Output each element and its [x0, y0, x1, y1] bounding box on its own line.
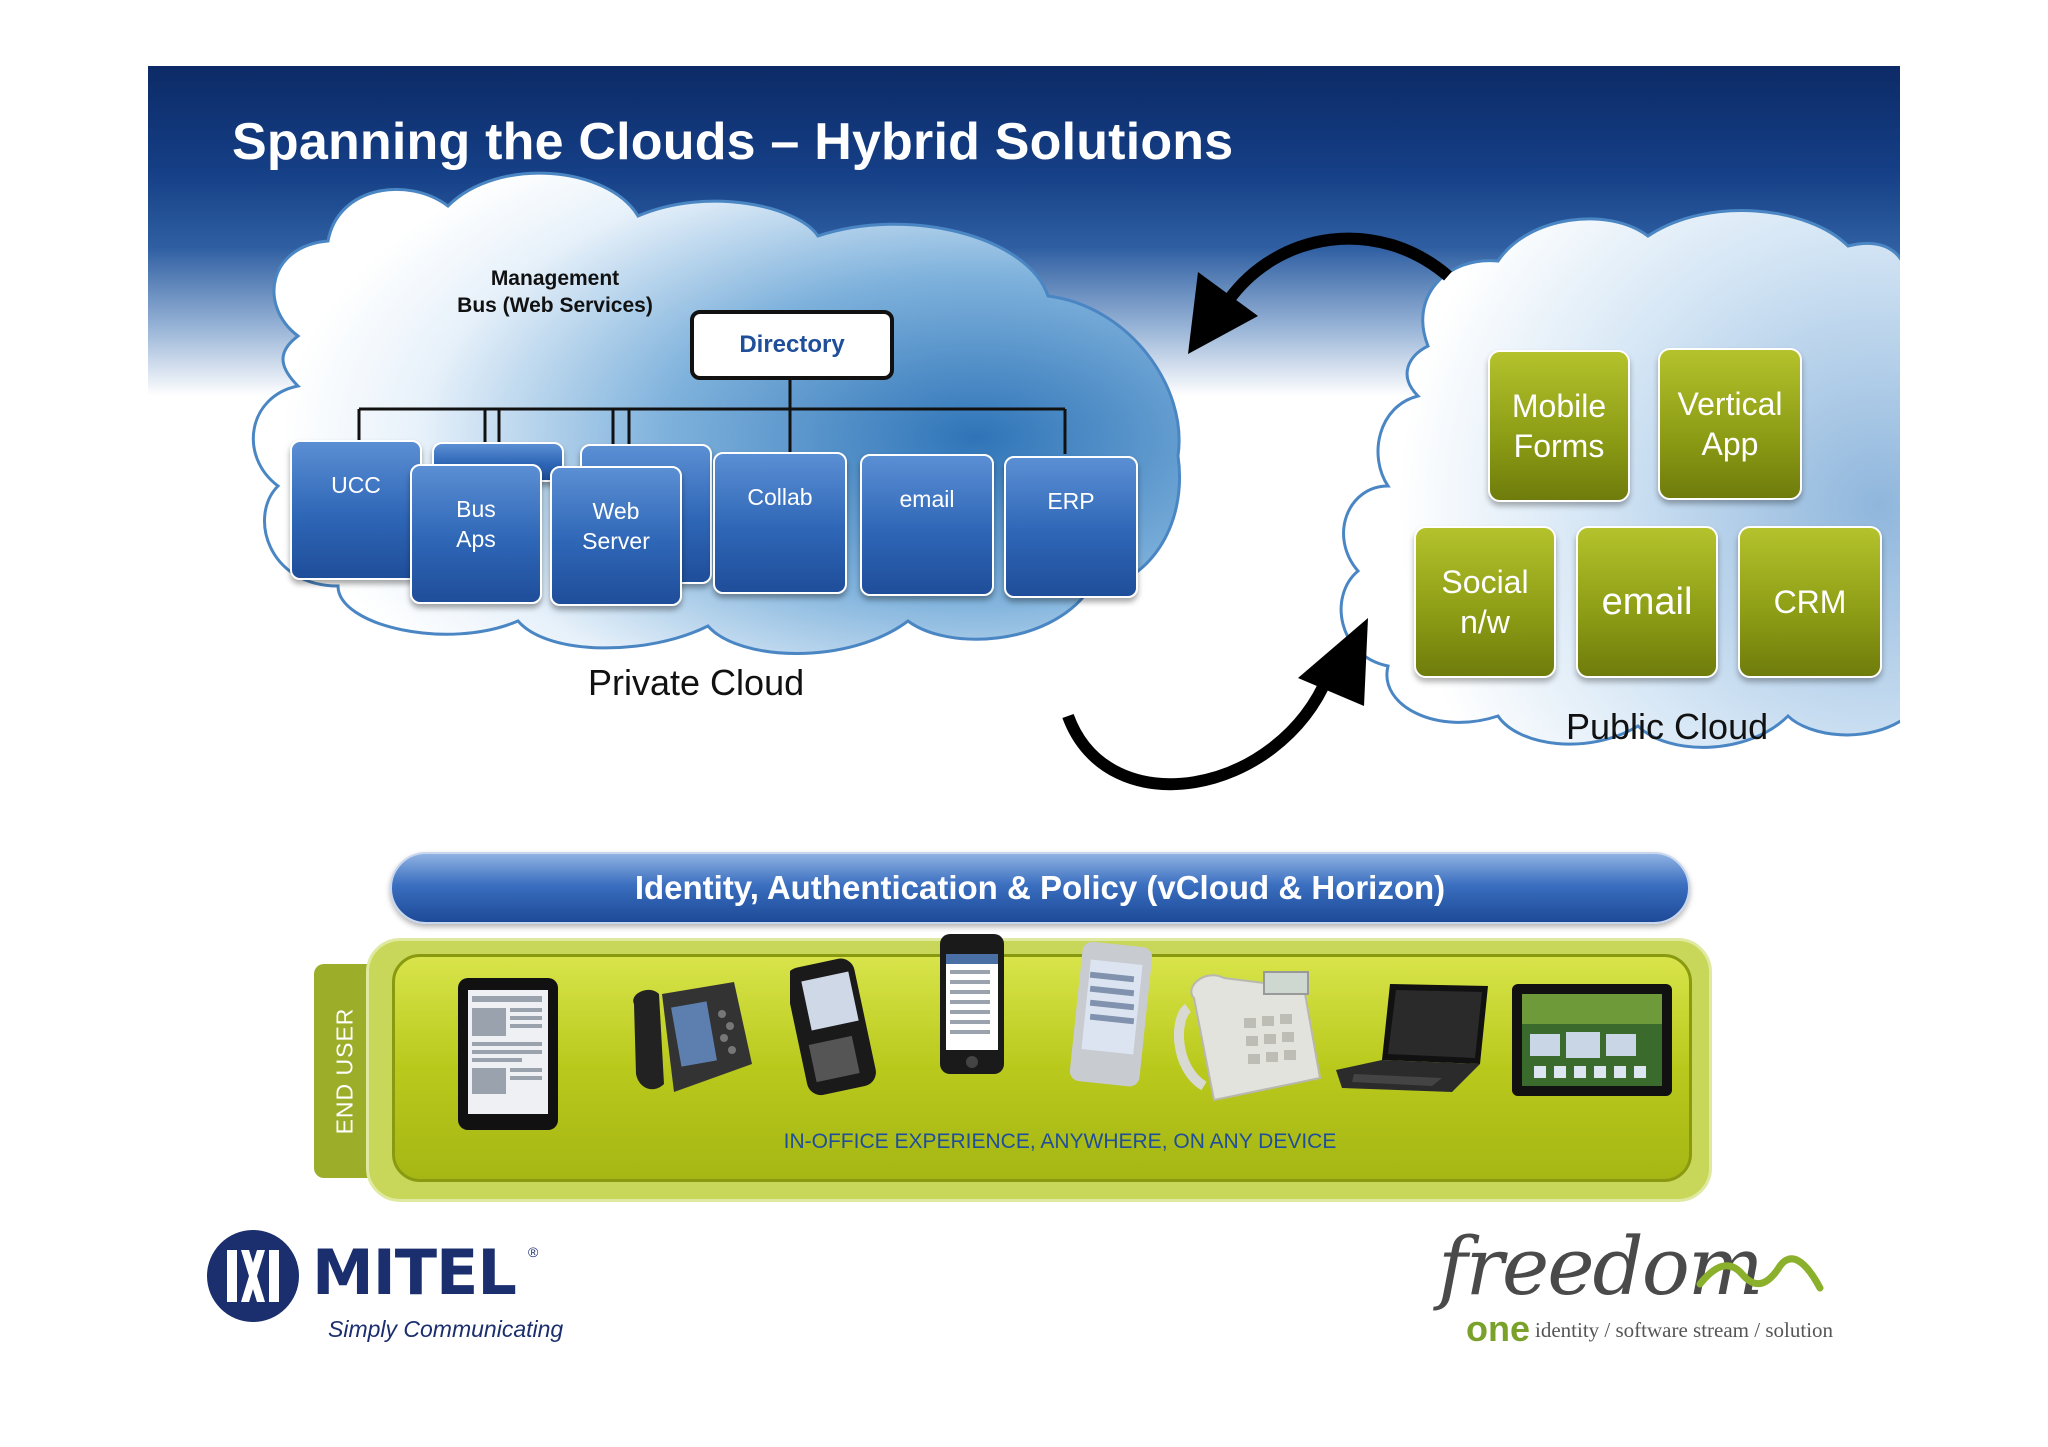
smartphone-icon [790, 958, 876, 1096]
box-web-server: Web Server [550, 466, 682, 606]
mitel-registered: ® [528, 1244, 539, 1260]
box-web-server-label-2: Server [582, 528, 650, 554]
identity-bar: Identity, Authentication & Policy (vClou… [390, 852, 1690, 924]
office-phone-icon [1174, 971, 1322, 1102]
box-email-public-label: email [1601, 581, 1693, 623]
management-bus-line-1: Management [490, 267, 620, 290]
arrow-head-public [1298, 618, 1368, 706]
box-web-server-label-1: Web [592, 498, 640, 524]
arrow-head-private [1188, 272, 1258, 354]
box-bus-aps: Bus Aps [410, 464, 542, 604]
tablet-icon [458, 978, 558, 1130]
box-collab-label: Collab [747, 484, 813, 510]
android-phone-icon [1070, 941, 1153, 1087]
freedom-one: one [1466, 1308, 1531, 1349]
box-social-nw-label-2: n/w [1460, 604, 1510, 640]
arrow-to-private [1223, 232, 1452, 305]
box-crm-label: CRM [1773, 584, 1847, 620]
box-bus-aps-label-1: Bus [456, 496, 496, 522]
box-bus-aps-label-2: Aps [456, 526, 496, 552]
box-vertical-app-label-2: App [1701, 426, 1759, 462]
management-bus-label: Management Bus (Web Services) [395, 265, 715, 319]
mitel-tagline: Simply Communicating [328, 1316, 564, 1342]
end-user-label: END USER [331, 1007, 358, 1135]
box-mobile-forms-label-2: Forms [1513, 428, 1605, 464]
box-social-nw-label-1: Social [1441, 564, 1529, 600]
box-ucc-label: UCC [331, 472, 381, 498]
freedom-tagline: identity / software stream / solution [1535, 1318, 1834, 1342]
iphone-icon [940, 934, 1004, 1074]
playbook-tablet-icon [1512, 984, 1672, 1096]
management-bus-line-2: Bus (Web Services) [457, 294, 653, 317]
box-collab: Collab [713, 452, 847, 594]
freedom-swoosh-icon [1696, 1255, 1824, 1292]
public-cloud-label: Public Cloud [1566, 706, 1769, 747]
laptop-icon [1336, 984, 1488, 1092]
mitel-logo-icon [207, 1230, 299, 1322]
box-erp: ERP [1004, 456, 1138, 598]
arrow-to-public [1062, 673, 1334, 791]
freedom-wordmark: freedom [1438, 1220, 1764, 1313]
mitel-wordmark: MITEL [312, 1236, 517, 1309]
box-ucc: UCC [290, 440, 422, 580]
box-vertical-app: Vertical App [1658, 348, 1802, 500]
box-vertical-app-label-1: Vertical [1677, 386, 1783, 422]
box-email-private-label: email [899, 486, 955, 512]
box-email-public: email [1576, 526, 1718, 678]
directory-box: Directory [690, 310, 894, 380]
box-social-nw: Social n/w [1414, 526, 1556, 678]
page-title: Spanning the Clouds – Hybrid Solutions [232, 113, 1234, 171]
box-crm: CRM [1738, 526, 1882, 678]
desk-phone-icon [633, 982, 752, 1092]
box-erp-label: ERP [1047, 488, 1095, 514]
box-email-private: email [860, 454, 994, 596]
box-mobile-forms-label-1: Mobile [1511, 388, 1607, 424]
end-user-tab [314, 964, 376, 1178]
end-user-tagline: IN-OFFICE EXPERIENCE, ANYWHERE, ON ANY D… [783, 1130, 1337, 1153]
private-cloud-label: Private Cloud [588, 662, 805, 703]
box-mobile-forms: Mobile Forms [1488, 350, 1630, 502]
